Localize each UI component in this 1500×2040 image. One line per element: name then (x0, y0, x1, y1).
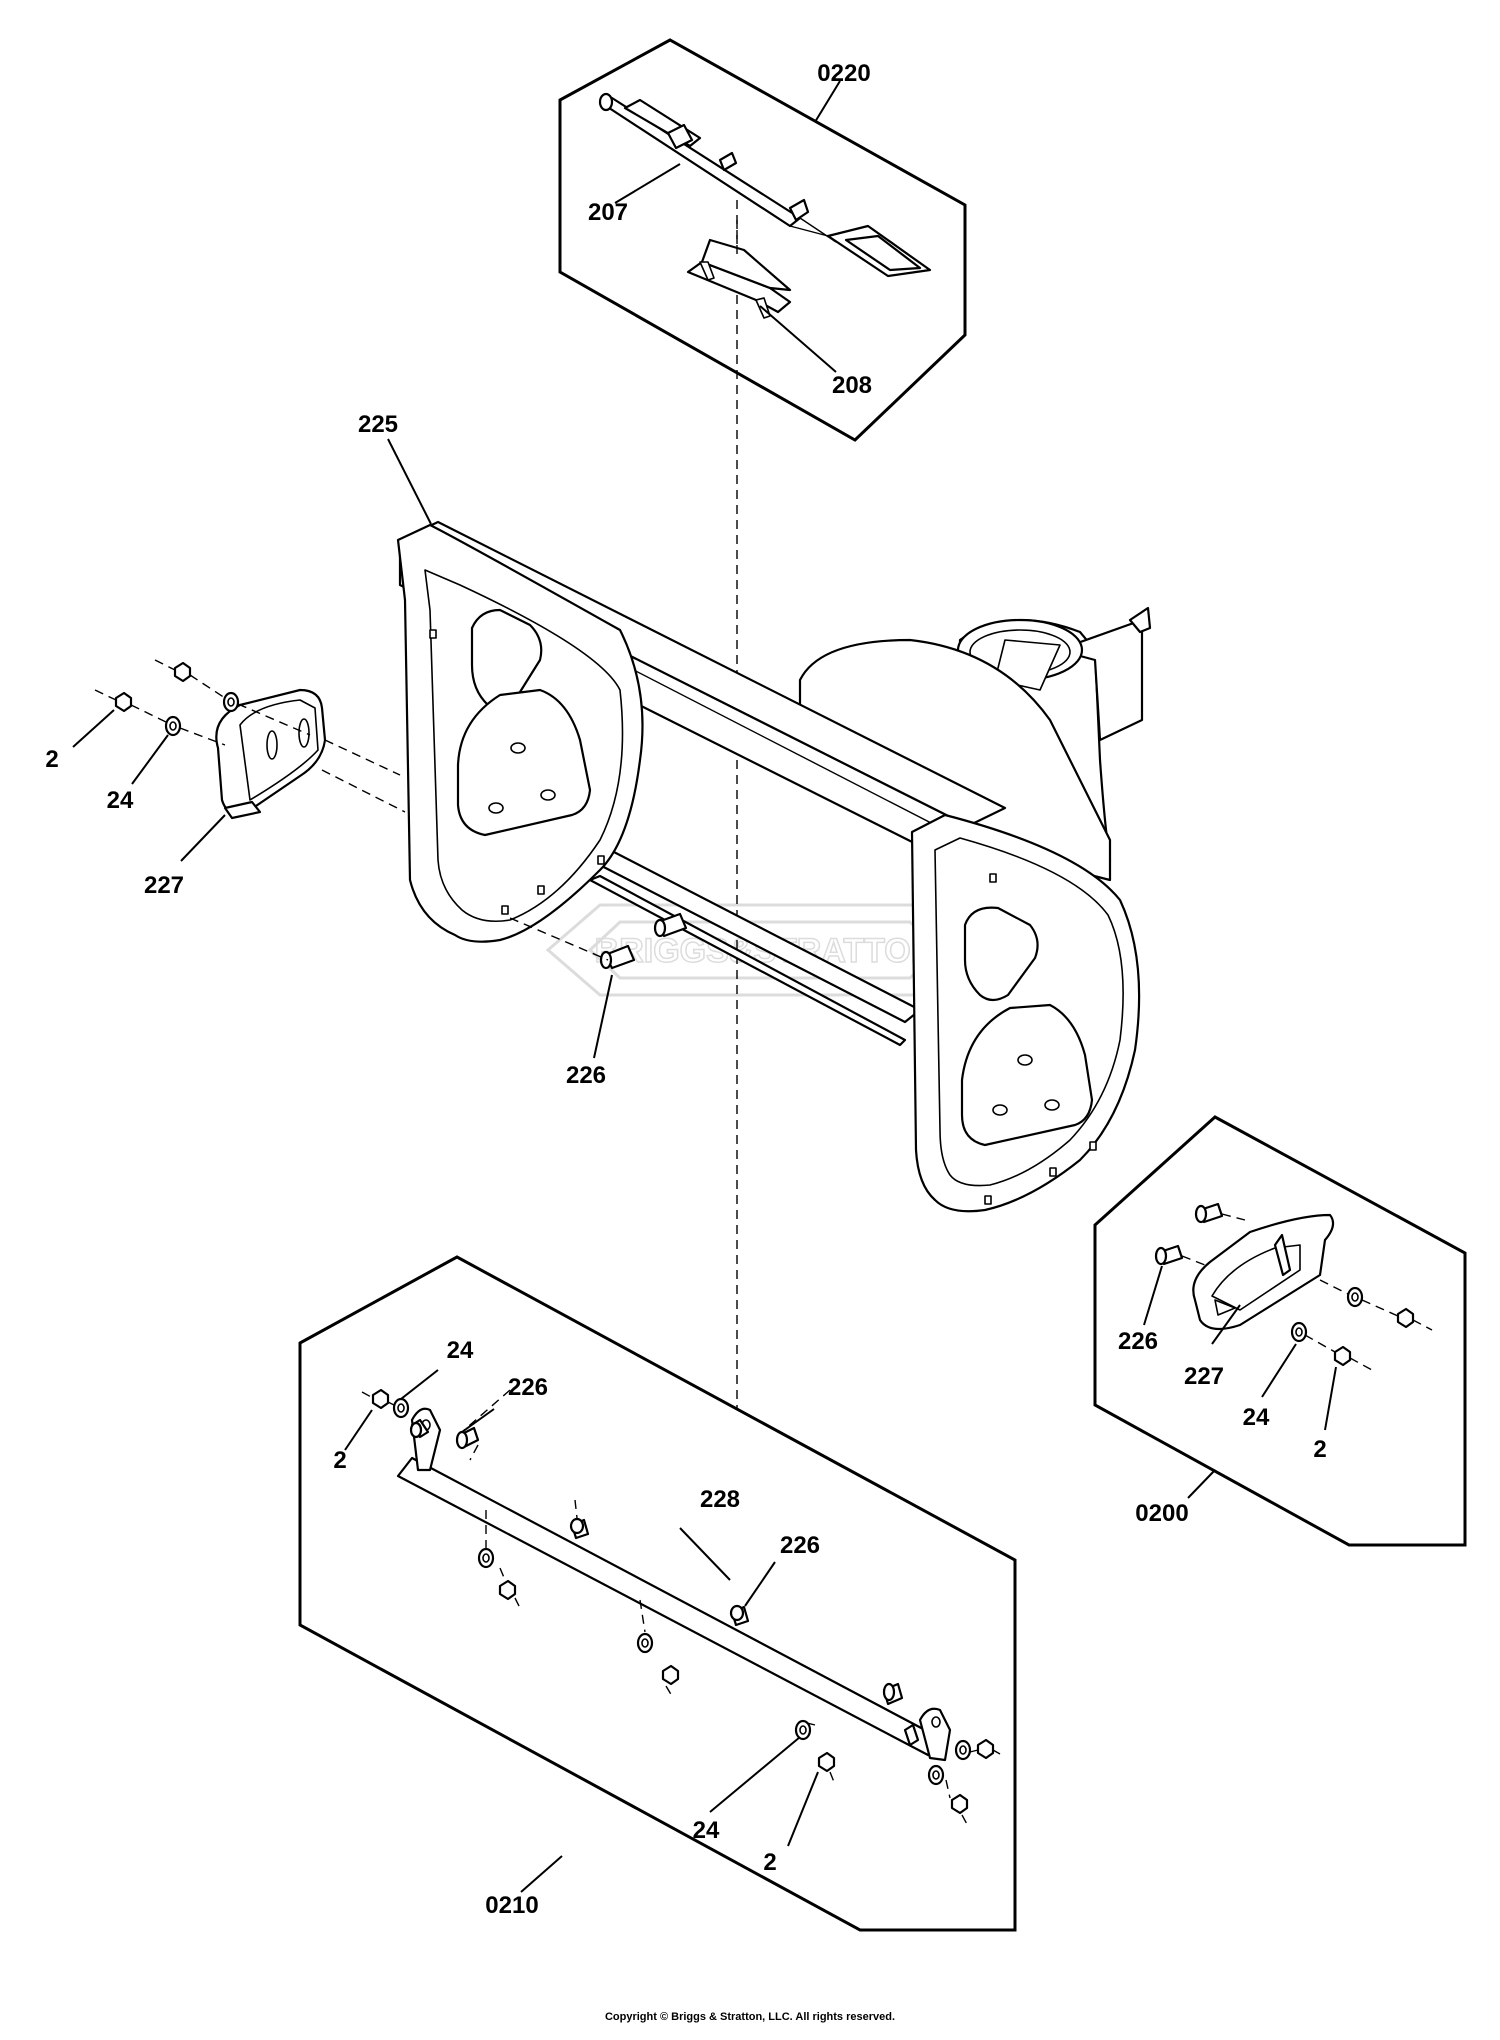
skid-shoe-227-left (215, 688, 327, 820)
callout-24-bottom-top: 24 (447, 1337, 474, 1364)
callout-2-bottom: 2 (763, 1849, 776, 1876)
right-hardware (1154, 1202, 1415, 1367)
callout-225: 225 (358, 411, 398, 438)
callout-24-right: 24 (1243, 1404, 1270, 1431)
callout-227-left: 227 (144, 872, 184, 899)
skid-shoe-227-right (1192, 1213, 1335, 1331)
scraper-bar-228 (396, 1407, 952, 1762)
callout-227-right: 227 (1184, 1363, 1224, 1390)
auger-housing-225 (396, 520, 1152, 1213)
callout-0220: 0220 (817, 60, 870, 87)
shaft-207 (598, 92, 932, 278)
callout-0210: 0210 (485, 1892, 538, 1919)
callout-24-left: 24 (107, 787, 134, 814)
callout-228: 228 (700, 1486, 740, 1513)
callout-226-right: 226 (1118, 1328, 1158, 1355)
callout-226-bottom-top: 226 (508, 1374, 548, 1401)
kit-0220-outline (558, 38, 967, 442)
copyright-notice: Copyright © Briggs & Stratton, LLC. All … (604, 2011, 896, 2023)
callout-207: 207 (588, 199, 628, 226)
left-hardware (114, 661, 240, 737)
kit-0200-outline (1093, 1115, 1467, 1547)
callout-208: 208 (832, 372, 872, 399)
bottom-hardware (371, 1388, 995, 1815)
callout-2-right: 2 (1313, 1436, 1326, 1463)
kit-0210-outline (298, 1255, 1017, 1932)
callout-24-bottom: 24 (693, 1817, 720, 1844)
callout-226-bottom-mid: 226 (780, 1532, 820, 1559)
clip-208 (686, 238, 792, 319)
callout-226-housing: 226 (566, 1062, 606, 1089)
callout-0200: 0200 (1135, 1500, 1188, 1527)
callout-2-bottom-top: 2 (333, 1447, 346, 1474)
bolts-226-housing (599, 912, 688, 970)
callout-2-left: 2 (45, 746, 58, 773)
